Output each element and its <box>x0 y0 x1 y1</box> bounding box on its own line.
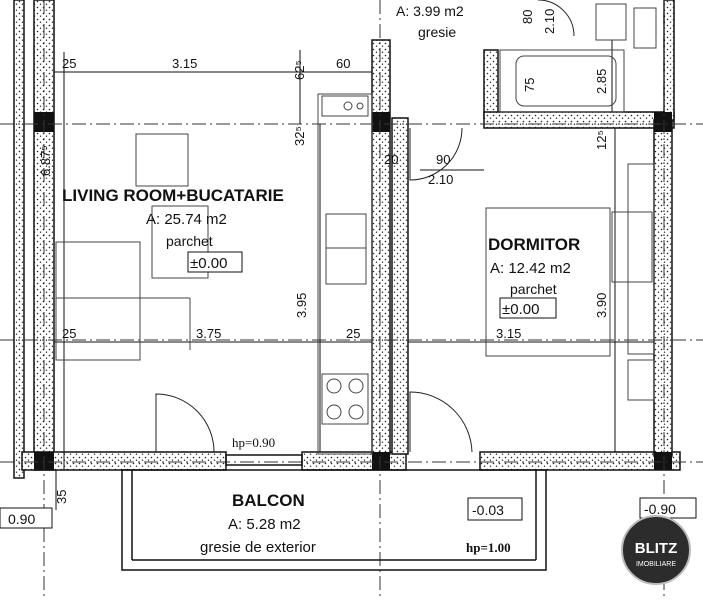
door-swing <box>409 391 473 453</box>
dim-label: 3.15 <box>496 326 521 341</box>
wall-markers <box>34 112 672 470</box>
doors <box>155 0 575 453</box>
sofa <box>55 241 141 361</box>
dim-label: 2.10 <box>542 9 557 34</box>
dim-label: 3.90 <box>594 293 609 318</box>
blitz-logo: BLITZ IMOBILIARE <box>621 515 691 585</box>
dim-label: 90 <box>436 152 450 167</box>
wall-left-outer <box>13 0 25 479</box>
door-swing <box>537 0 575 37</box>
balcony-area: A: 5.28 m2 <box>228 516 301 533</box>
burner <box>348 378 364 394</box>
chair <box>627 359 655 401</box>
armchair <box>151 205 209 279</box>
logo-sub: IMOBILIARE <box>636 561 676 568</box>
balcony-outline <box>121 454 547 571</box>
dim-label: 32⁵ <box>292 126 307 146</box>
bedroom-name: DORMITOR <box>488 235 580 254</box>
bath-fixture <box>595 3 627 41</box>
wall-bottom-right <box>479 451 681 471</box>
wall-bath-right <box>663 0 675 121</box>
bathtub-inner <box>515 55 617 107</box>
dim-label: 20 <box>384 152 398 167</box>
level-right: -0.90 <box>644 501 676 517</box>
dim-label: 6.87⁵ <box>38 145 53 176</box>
burner <box>326 378 342 394</box>
window-hp: hp=0.90 <box>232 435 275 450</box>
dim-label: 75 <box>522 78 537 92</box>
level-box <box>0 507 53 529</box>
bedroom-level: ±0.00 <box>502 301 539 318</box>
kitchen-counter <box>317 93 373 455</box>
door-swing <box>409 127 463 181</box>
dim-label: 3.75 <box>196 326 221 341</box>
wall-bedroom-top <box>483 111 675 129</box>
stove <box>321 373 369 425</box>
column-marker <box>372 112 390 132</box>
level-box <box>187 251 243 273</box>
bathtub <box>499 49 625 113</box>
living-room-level: ±0.00 <box>190 255 227 272</box>
dim-label: 62⁵ <box>292 60 307 80</box>
furniture <box>55 3 657 455</box>
walls <box>13 0 681 479</box>
dim-label: 12⁵ <box>594 130 609 150</box>
dim-label: 25 <box>62 326 76 341</box>
living-room-floor: parchet <box>166 233 213 249</box>
dimension-labels: 25 3.15 60 20 90 2.10 25 3.75 25 3.15 62… <box>38 9 609 504</box>
dim-label: 2.85 <box>594 69 609 94</box>
bedroom-area: A: 12.42 m2 <box>490 260 571 277</box>
nightstand <box>611 211 653 283</box>
dim-label: 60 <box>336 56 350 71</box>
logo-ring <box>621 515 691 585</box>
dim-label: 80 <box>520 10 535 24</box>
dim-label: 35 <box>54 490 69 504</box>
bath-floor: gresie <box>418 24 456 40</box>
column-marker <box>654 112 672 132</box>
balcony-window <box>225 454 303 466</box>
bath-area: A: 3.99 m2 <box>396 3 464 19</box>
dim-label: 3.15 <box>172 56 197 71</box>
kitchen-sink <box>321 95 369 117</box>
level-box <box>467 497 523 521</box>
wall-center <box>371 39 391 455</box>
balcony-slab <box>121 469 547 571</box>
living-room-area: A: 25.74 m2 <box>146 211 227 228</box>
level-boxes <box>0 251 697 529</box>
dim-label: 25 <box>346 326 360 341</box>
wall-bath-left <box>483 49 499 119</box>
bath-fixture <box>633 7 657 49</box>
sink-drain <box>343 101 353 111</box>
dim-label: 2.10 <box>428 172 453 187</box>
column-marker <box>654 452 672 470</box>
level-left: 0.90 <box>8 511 35 527</box>
wall-center-right <box>391 117 409 455</box>
burner <box>348 404 364 420</box>
burner <box>326 404 342 420</box>
kitchen-cabinet <box>325 213 367 285</box>
bedroom-floor: parchet <box>510 281 557 297</box>
balcony-hp: hp=1.00 <box>466 540 511 555</box>
dim-label: 25 <box>62 56 76 71</box>
bed <box>485 207 611 357</box>
balcony-floor: gresie de exterior <box>200 539 316 556</box>
sink-tap <box>356 102 364 110</box>
living-room-name: LIVING ROOM+BUCATARIE <box>62 186 284 205</box>
table <box>135 133 189 187</box>
wardrobe <box>627 163 655 355</box>
dimension-lines <box>54 40 654 510</box>
level-box <box>499 297 557 319</box>
logo-main: BLITZ <box>635 540 678 557</box>
balcony-name: BALCON <box>232 491 305 510</box>
wall-right <box>653 119 673 457</box>
door-swing <box>155 393 215 453</box>
level-mid: -0.03 <box>472 502 504 518</box>
column-marker <box>372 452 390 470</box>
dim-label: 3.95 <box>294 293 309 318</box>
